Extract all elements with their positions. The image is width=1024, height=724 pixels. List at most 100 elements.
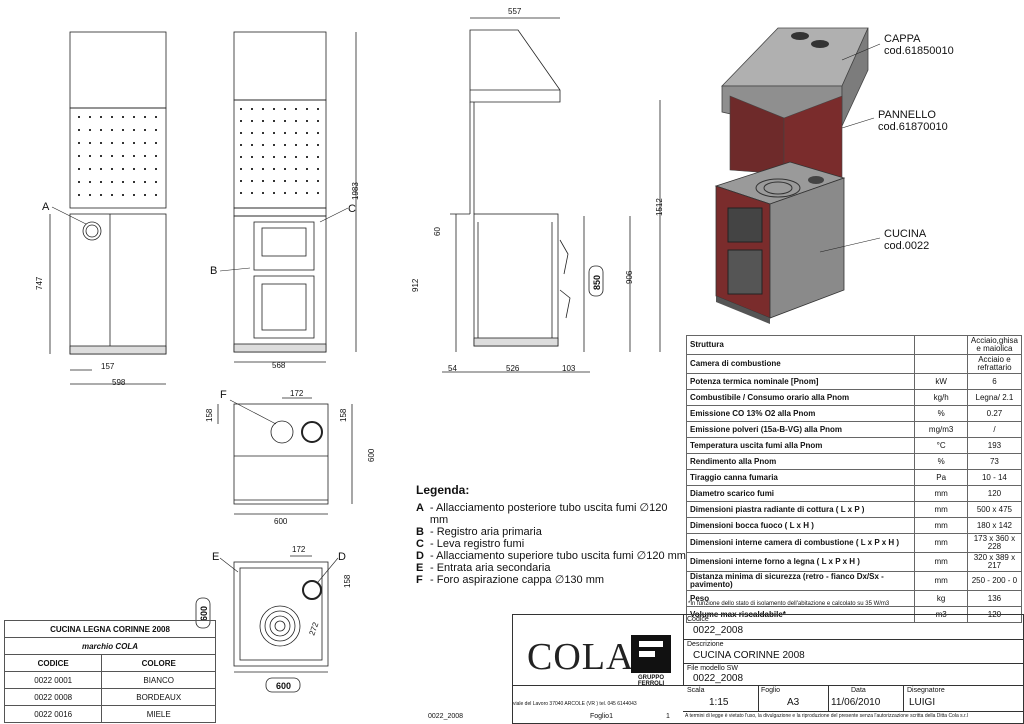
legend-key: B: [416, 526, 424, 538]
tile-dot: [240, 120, 242, 122]
spec-unit: %: [914, 405, 968, 422]
spec-value: Acciaio,ghisa e maiolica: [966, 335, 1023, 355]
tile-dot: [111, 142, 113, 144]
color-cell: BIANCO: [101, 671, 216, 689]
tile-dot: [284, 168, 286, 170]
tile-dot: [317, 192, 319, 194]
tile-dot: [100, 168, 102, 170]
spec-value: 250 - 200 - 0: [966, 571, 1023, 591]
tile-dot: [155, 168, 157, 170]
tile-dot: [295, 180, 297, 182]
spec-unit: mm: [914, 501, 968, 518]
tile-dot: [144, 181, 146, 183]
spec-unit: mm: [914, 517, 968, 534]
tile-dot: [78, 155, 80, 157]
tile-dot: [240, 132, 242, 134]
dim-plate-272: 272: [307, 621, 320, 637]
tile-dot: [122, 168, 124, 170]
tile-dot: [78, 168, 80, 170]
tile-dot: [295, 108, 297, 110]
dim-568: 568: [272, 361, 286, 370]
spec-row: Emissione CO 13% O2 alla Pnom%0.27: [685, 405, 1023, 422]
spec-unit: mm: [914, 533, 968, 553]
table-row: 0022 0016 MIELE: [3, 705, 216, 723]
dim-top-158b: 158: [339, 408, 348, 422]
elevation-left: [49, 31, 167, 385]
tile-dot: [306, 192, 308, 194]
tile-dot: [155, 142, 157, 144]
tile-dot: [78, 142, 80, 144]
spec-value: Legna/ 2.1: [966, 389, 1023, 406]
tile-dot: [317, 156, 319, 158]
tile-dot: [284, 144, 286, 146]
tile-dot: [100, 129, 102, 131]
spec-name: Struttura: [685, 335, 916, 355]
dim-747: 747: [35, 276, 44, 290]
tile-dot: [306, 156, 308, 158]
tile-dot: [295, 168, 297, 170]
tile-dot: [155, 116, 157, 118]
legend-item: E- Entrata aria secondaria: [416, 562, 686, 574]
spec-row: Distanza minima di sicurezza (retro - fi…: [685, 571, 1023, 591]
spec-unit: mm: [914, 485, 968, 502]
tile-dot: [273, 180, 275, 182]
tile-dot: [122, 155, 124, 157]
tile-dot: [100, 142, 102, 144]
tile-dot: [273, 132, 275, 134]
spec-name: Emissione CO 13% O2 alla Pnom: [685, 405, 916, 422]
dim-557: 557: [508, 7, 522, 16]
tile-dot: [262, 144, 264, 146]
spec-unit: kW: [914, 373, 968, 390]
tile-dot: [306, 168, 308, 170]
tile-dot: [89, 181, 91, 183]
spec-unit: mm: [914, 552, 968, 572]
legend-item: C- Leva registro fumi: [416, 538, 686, 550]
tile-dot: [284, 180, 286, 182]
tile-dot: [100, 155, 102, 157]
dim-1512: 1512: [655, 198, 664, 216]
spec-value: 193: [966, 437, 1023, 454]
spec-name: Dimensioni interne forno a legna ( L x P…: [685, 552, 916, 572]
legend-text: - Entrata aria secondaria: [430, 562, 551, 574]
tile-dot: [144, 194, 146, 196]
dim-54: 54: [448, 364, 457, 373]
codes-header-color: COLORE: [101, 654, 216, 672]
callout-d: D: [338, 551, 346, 563]
dim-top-158a: 158: [205, 408, 214, 422]
legend-item: D- Allacciamento superiore tubo uscita f…: [416, 550, 686, 562]
spec-name: Combustibile / Consumo orario alla Pnom: [685, 389, 916, 406]
legend-item: A- Allacciamento posteriore tubo uscita …: [416, 502, 686, 526]
dim-60: 60: [433, 227, 442, 236]
descr-label: Descrizione: [687, 641, 724, 648]
spec-name: Rendimento alla Pnom: [685, 453, 916, 470]
spec-name: Temperatura uscita fumi alla Pnom: [685, 437, 916, 454]
foglio-value: A3: [787, 697, 800, 708]
legend-text: - Allacciamento superiore tubo uscita fu…: [430, 550, 686, 562]
tile-dot: [100, 181, 102, 183]
tile-dot: [240, 144, 242, 146]
tile-dot: [100, 194, 102, 196]
cappa-code: cod.61850010: [884, 45, 954, 57]
group-label: GRUPPO: [637, 675, 664, 681]
tile-dot: [144, 155, 146, 157]
table-row: 0022 0001 BIANCO: [3, 671, 216, 689]
tile-dot: [251, 192, 253, 194]
tile-dot: [100, 116, 102, 118]
spec-unit: kg: [914, 590, 968, 607]
dim-top-600w: 600: [274, 517, 288, 526]
elevation-side: [442, 17, 661, 373]
tile-dot: [284, 120, 286, 122]
tile-dot: [317, 132, 319, 134]
spec-unit: [914, 354, 968, 374]
disegn-value: LUIGI: [909, 697, 936, 708]
tile-dot: [284, 156, 286, 158]
code-cell: 0022 0001: [3, 671, 103, 689]
group-name: FERROLI: [637, 681, 665, 687]
spec-name: Potenza termica nominale [Pnom]: [685, 373, 916, 390]
dim-top-172: 172: [290, 389, 304, 398]
pannello-name: PANNELLO: [878, 109, 936, 121]
tile-dot: [295, 192, 297, 194]
tile-dot: [306, 180, 308, 182]
tile-dot: [78, 194, 80, 196]
